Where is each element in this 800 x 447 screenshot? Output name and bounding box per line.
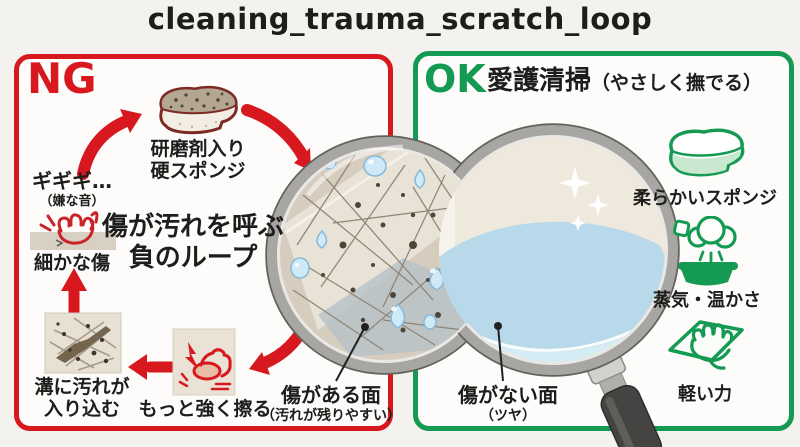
noise-label: ギギギ… <box>32 169 112 193</box>
ok-heading: 愛護清掃 （やさしく撫でる） <box>487 60 762 97</box>
groove-dirt-label-line1: 溝に汚れが <box>34 376 130 398</box>
page-title: cleaning_trauma_scratch_loop <box>147 2 653 36</box>
light-touch-icon <box>668 320 744 370</box>
scrub-hand-icon <box>172 328 236 396</box>
loop-caption-line1: 傷が汚れを呼ぶ <box>101 212 284 242</box>
light-touch-label: 軽い力 <box>678 384 732 405</box>
hard-sponge-label-line2: 硬スポンジ <box>150 160 246 183</box>
steam-warmth-icon <box>672 216 738 286</box>
scratched-surface-label: 傷がある面 （汚れが残りやすい） <box>256 383 406 424</box>
ok-heading-main: 愛護清掃 <box>487 66 592 96</box>
hard-sponge-label: 研磨剤入り 硬スポンジ <box>128 138 268 183</box>
hard-sponge-icon <box>159 85 238 135</box>
groove-dirt-icon <box>44 312 122 374</box>
steam-warmth-label: 蒸気・温かさ <box>653 290 761 311</box>
loop-caption-line2: 負のループ <box>128 243 258 274</box>
fine-scratches-label: 細かな傷 <box>33 252 110 274</box>
clean-surface-label: 傷がない面 （ツヤ） <box>436 383 580 424</box>
scrub-harder-label: もっと強く擦る <box>138 398 272 420</box>
ok-heading-sub: （やさしく撫でる） <box>591 72 763 94</box>
noise-note: （嫌な音） <box>39 194 105 209</box>
clean-surface-label-note: （ツヤ） <box>480 407 536 424</box>
loop-caption: 傷が汚れを呼ぶ 負のループ <box>88 212 298 274</box>
soft-sponge-label: 柔らかいスポンジ <box>633 188 777 209</box>
scratched-surface-label-main: 傷がある面 <box>281 383 381 407</box>
soft-sponge-icon <box>669 128 745 177</box>
scratch-hand-icon <box>30 211 116 250</box>
groove-dirt-label: 溝に汚れが 入り込む <box>16 376 148 421</box>
ng-label: NG <box>27 54 97 103</box>
groove-dirt-label-line2: 入り込む <box>43 398 120 421</box>
hard-sponge-label-line1: 研磨剤入り <box>150 138 246 160</box>
scratched-surface-label-note: （汚れが残りやすい） <box>261 407 401 424</box>
clean-surface-label-main: 傷がない面 <box>458 383 558 407</box>
ok-label: OK <box>424 57 486 101</box>
